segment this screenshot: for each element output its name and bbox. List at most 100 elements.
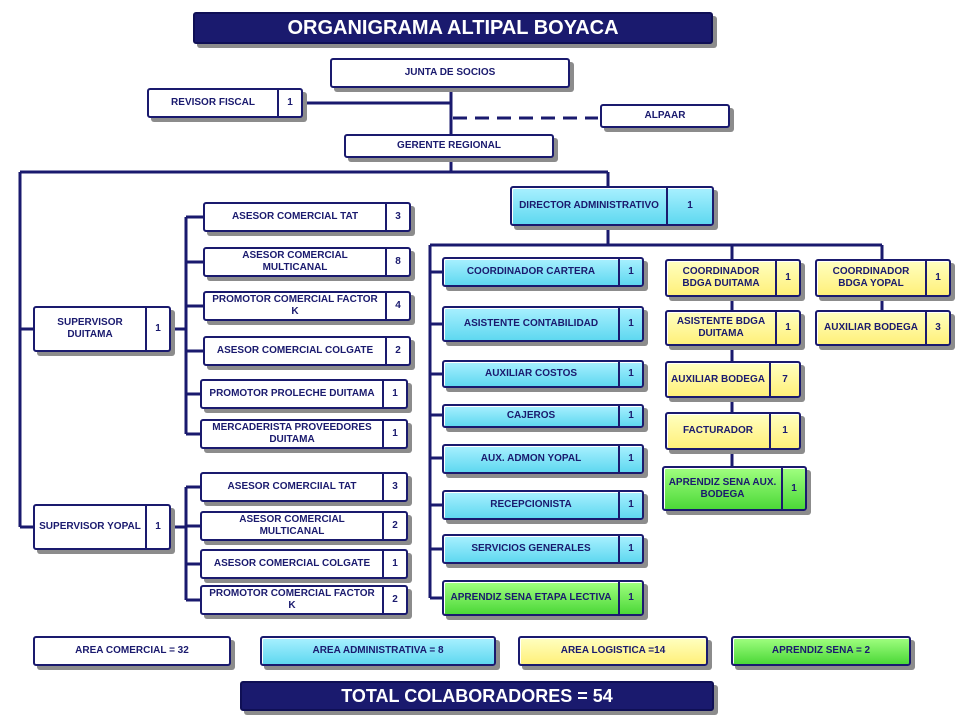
duitama-bodega-item[interactable]: FACTURADOR 1	[665, 412, 801, 450]
team-item-label: CAJEROS	[506, 410, 556, 421]
team-item-count: 1	[382, 381, 406, 407]
yopal-team-item[interactable]: ASESOR COMERCIAL COLGATE 1	[200, 549, 408, 579]
duitama-team-item[interactable]: ASESOR COMERCIAL COLGATE 2	[203, 336, 411, 366]
team-item-label: ASESOR COMERCIAL MULTICANAL	[242, 250, 348, 273]
summary-comercial-text: AREA COMERCIAL = 32	[75, 645, 189, 656]
team-item-label: MERCADERISTA PROVEEDORES DUITAMA	[212, 422, 372, 445]
team-item-count: 8	[385, 249, 409, 275]
team-item-label: ASISTENTE BDGA DUITAMA	[676, 316, 766, 339]
revisor-fiscal-box[interactable]: REVISOR FISCAL 1	[147, 88, 303, 118]
summary-sena-text: APRENDIZ SENA = 2	[771, 645, 871, 656]
team-item-count: 3	[925, 312, 949, 344]
team-item-count: 1	[618, 492, 642, 518]
gerente-regional-box[interactable]: GERENTE REGIONAL	[344, 134, 554, 158]
aprendiz-sena-summary: APRENDIZ SENA = 2	[731, 636, 911, 666]
team-item-count: 2	[385, 338, 409, 364]
team-item-label: PROMOTOR COMERCIAL FACTOR K	[212, 294, 378, 317]
admin-team-item[interactable]: CAJEROS 1	[442, 404, 644, 428]
team-item-label: AUXILIAR BODEGA	[671, 373, 765, 385]
team-item-count: 1	[781, 468, 805, 509]
duitama-bodega-item[interactable]: COORDINADOR BDGA DUITAMA 1	[665, 259, 801, 297]
duitama-team-item[interactable]: PROMOTOR COMERCIAL FACTOR K 4	[203, 291, 411, 321]
yopal-team-item[interactable]: ASESOR COMERCIIAL TAT 3	[200, 472, 408, 502]
team-item-label: SERVICIOS GENERALES	[471, 543, 591, 554]
duitama-bodega-item[interactable]: AUXILIAR BODEGA 7	[665, 361, 801, 398]
admin-team-item[interactable]: AUX. ADMON YOPAL 1	[442, 444, 644, 474]
team-item-label: ASESOR COMERCIAL MULTICANAL	[239, 514, 345, 537]
team-item-count: 3	[385, 204, 409, 230]
admin-team-item[interactable]: SERVICIOS GENERALES 1	[442, 534, 644, 564]
yopal-bodega-item[interactable]: AUXILIAR BODEGA 3	[815, 310, 951, 346]
team-item-label: COORDINADOR BDGA DUITAMA	[682, 266, 760, 289]
team-item-count: 1	[618, 362, 642, 386]
revisor-label: REVISOR FISCAL	[171, 97, 255, 108]
team-item-count: 1	[618, 259, 642, 285]
team-item-count: 1	[925, 261, 949, 295]
director-label: DIRECTOR ADMINISTRATIVO	[519, 200, 659, 211]
area-administrativa-summary: AREA ADMINISTRATIVA = 8	[260, 636, 496, 666]
admin-team-item[interactable]: ASISTENTE CONTABILIDAD 1	[442, 306, 644, 342]
team-item-label: PROMOTOR COMERCIAL FACTOR K	[209, 588, 375, 611]
summary-admin-text: AREA ADMINISTRATIVA = 8	[312, 645, 444, 656]
page-title: ORGANIGRAMA ALTIPAL BOYACA	[193, 12, 713, 44]
duitama-team-item[interactable]: ASESOR COMERCIAL TAT 3	[203, 202, 411, 232]
team-item-count: 1	[618, 536, 642, 562]
admin-team-item[interactable]: RECEPCIONISTA 1	[442, 490, 644, 520]
team-item-label: AUXILIAR BODEGA	[824, 322, 918, 333]
team-item-label: COORDINADOR BDGA YOPAL	[832, 266, 910, 289]
team-item-label: ASESOR COMERCIIAL TAT	[227, 481, 357, 492]
sup-yopal-count: 1	[145, 506, 169, 548]
team-item-count: 1	[618, 446, 642, 472]
team-item-label: RECEPCIONISTA	[490, 499, 572, 510]
team-item-label: PROMOTOR PROLECHE DUITAMA	[209, 388, 375, 399]
junta-de-socios-box[interactable]: JUNTA DE SOCIOS	[330, 58, 570, 88]
sup-duitama-label: SUPERVISOR DUITAMA	[57, 317, 123, 340]
supervisor-duitama-box[interactable]: SUPERVISOR DUITAMA 1	[33, 306, 171, 352]
gerente-label: GERENTE REGIONAL	[397, 140, 501, 151]
team-item-count: 7	[769, 363, 799, 396]
team-item-label: ASESOR COMERCIAL COLGATE	[213, 558, 371, 569]
sup-yopal-label: SUPERVISOR YOPAL	[39, 521, 141, 532]
admin-team-item[interactable]: AUXILIAR COSTOS 1	[442, 360, 644, 388]
team-item-count: 1	[618, 406, 642, 426]
total-colaboradores: TOTAL COLABORADORES = 54	[240, 681, 714, 711]
team-item-count: 1	[775, 261, 799, 295]
admin-team-item[interactable]: COORDINADOR CARTERA 1	[442, 257, 644, 287]
sup-duitama-count: 1	[145, 308, 169, 350]
duitama-team-item[interactable]: ASESOR COMERCIAL MULTICANAL 8	[203, 247, 411, 277]
duitama-team-item[interactable]: PROMOTOR PROLECHE DUITAMA 1	[200, 379, 408, 409]
admin-team-item[interactable]: APRENDIZ SENA ETAPA LECTIVA 1	[442, 580, 644, 616]
duitama-team-item[interactable]: MERCADERISTA PROVEEDORES DUITAMA 1	[200, 419, 408, 449]
team-item-count: 1	[618, 308, 642, 340]
yopal-team-item[interactable]: ASESOR COMERCIAL MULTICANAL 2	[200, 511, 408, 541]
area-logistica-summary: AREA LOGISTICA =14	[518, 636, 708, 666]
team-item-label: AUX. ADMON YOPAL	[480, 453, 582, 464]
team-item-label: FACTURADOR	[683, 425, 753, 436]
team-item-label: COORDINADOR CARTERA	[466, 266, 596, 277]
team-item-count: 3	[382, 474, 406, 500]
duitama-bodega-item[interactable]: APRENDIZ SENA AUX. BODEGA 1	[662, 466, 807, 511]
alpaar-box[interactable]: ALPAAR	[600, 104, 730, 128]
duitama-bodega-item[interactable]: ASISTENTE BDGA DUITAMA 1	[665, 310, 801, 346]
team-item-label: ASISTENTE CONTABILIDAD	[463, 318, 599, 329]
team-item-label: ASESOR COMERCIAL COLGATE	[216, 345, 374, 356]
team-item-count: 1	[618, 582, 642, 614]
yopal-team-item[interactable]: PROMOTOR COMERCIAL FACTOR K 2	[200, 585, 408, 615]
team-item-label: ASESOR COMERCIAL TAT	[231, 211, 359, 222]
team-item-count: 1	[382, 421, 406, 447]
director-administrativo-box[interactable]: DIRECTOR ADMINISTRATIVO 1	[510, 186, 714, 226]
supervisor-yopal-box[interactable]: SUPERVISOR YOPAL 1	[33, 504, 171, 550]
team-item-label: AUXILIAR COSTOS	[484, 368, 578, 379]
page-title-text: ORGANIGRAMA ALTIPAL BOYACA	[287, 17, 619, 39]
director-count: 1	[666, 188, 712, 224]
team-item-count: 1	[775, 312, 799, 344]
area-comercial-summary: AREA COMERCIAL = 32	[33, 636, 231, 666]
revisor-count: 1	[277, 90, 301, 116]
total-text: TOTAL COLABORADORES = 54	[341, 686, 613, 706]
yopal-bodega-item[interactable]: COORDINADOR BDGA YOPAL 1	[815, 259, 951, 297]
team-item-label: APRENDIZ SENA AUX. BODEGA	[668, 476, 777, 500]
junta-label: JUNTA DE SOCIOS	[404, 67, 496, 78]
team-item-count: 1	[769, 414, 799, 448]
team-item-count: 1	[382, 551, 406, 577]
